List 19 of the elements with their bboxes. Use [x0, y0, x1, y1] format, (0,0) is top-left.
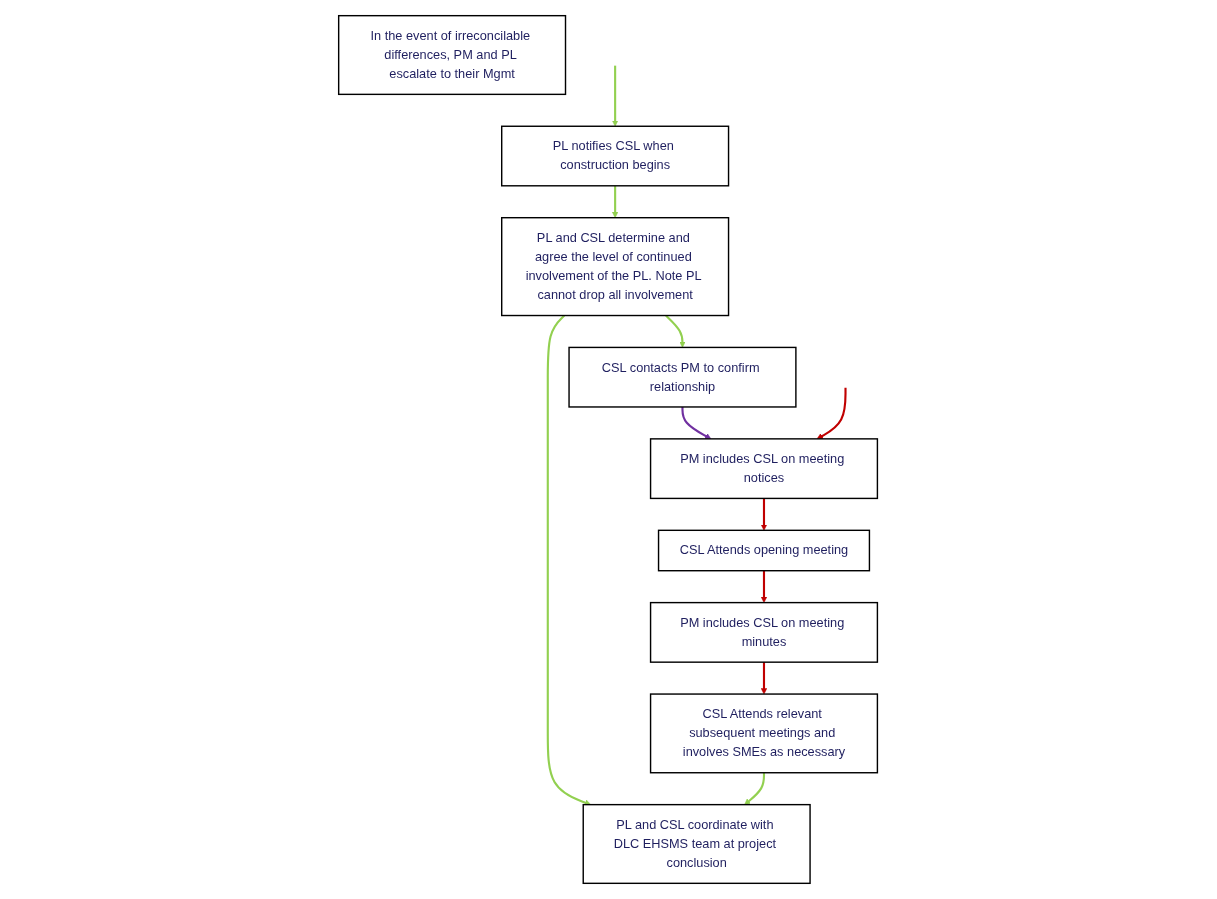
- node-box: PL and CSL determine and agree the level of continued involvement of the PL. Note PL cannot drop all involvement: [501, 217, 730, 317]
- node-box: CSL Attends opening meeting: [658, 529, 871, 572]
- node-box: PM includes CSL on meeting minutes: [650, 601, 879, 663]
- arrow: [681, 406, 712, 440]
- arrow: [665, 314, 687, 348]
- arrow: [817, 387, 848, 440]
- node-box: CSL contacts PM to confirm relationship: [568, 346, 798, 408]
- arrow: [761, 662, 768, 695]
- node-box: CSL Attends relevant subsequent meetings and involves SMEs as necessary: [650, 693, 879, 774]
- arrow: [761, 570, 768, 603]
- node-box: PL notifies CSL when construction begins: [501, 125, 730, 187]
- node-box: PM includes CSL on meeting notices: [650, 438, 879, 500]
- arrow: [744, 772, 766, 805]
- arrow: [761, 498, 768, 531]
- node-box: PL and CSL coordinate with DLC EHSMS team at project conclusion: [582, 803, 812, 885]
- arrow: [612, 185, 619, 218]
- arrow: [612, 65, 619, 127]
- node-box: In the event of irreconcilable differences, PM and PL escalate to their Mgmt: [338, 14, 567, 96]
- arrow: [547, 314, 592, 806]
